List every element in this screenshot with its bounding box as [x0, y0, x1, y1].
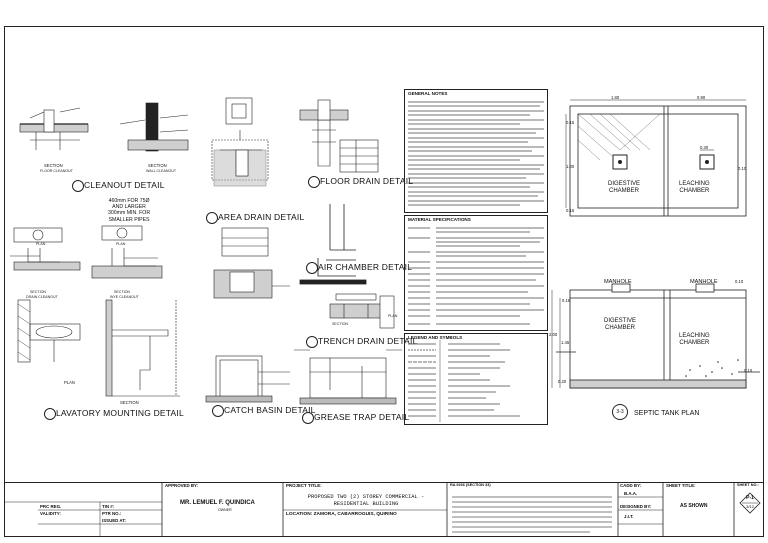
plan-label: PLAN	[388, 314, 398, 318]
section-label: SECTION	[120, 400, 139, 405]
material-specs-box: MATERIAL SPECIFICATIONS	[404, 215, 548, 331]
detail-marker-lavatory	[44, 408, 56, 420]
material-specs-title: MATERIAL SPECIFICATIONS	[408, 217, 471, 222]
wall-cleanout-label: WALL CLEANOUT	[146, 169, 177, 173]
lavatory-detail-title: LAVATORY MOUNTING DETAIL	[56, 408, 184, 418]
detail-marker-floor-drain	[308, 176, 320, 188]
plan-label: PLAN	[116, 242, 126, 246]
detail-marker-area-drain	[206, 212, 218, 224]
plan-label: PLAN	[64, 380, 75, 385]
legend-title: LEGEND AND SYMBOLS	[408, 335, 463, 340]
section-label: SECTION	[148, 163, 167, 168]
dim-label: 0.10	[735, 279, 744, 284]
ptr-label: PTR NO.:	[102, 511, 122, 516]
legend-box: LEGEND AND SYMBOLS	[404, 333, 548, 425]
septic-ref-marker: 3-3	[612, 404, 628, 420]
septic-tank-plan-title: SEPTIC TANK PLAN	[634, 410, 700, 417]
general-notes-box: GENERAL NOTES	[404, 89, 548, 213]
dim-label: 1.80	[611, 95, 620, 100]
detail-marker-trench-drain	[306, 336, 318, 348]
section-label: SECTION	[44, 163, 63, 168]
approver-name: MR. LEMUEL F. QUINDICA	[180, 500, 255, 506]
floor-cleanout-label: FLOOR CLEANOUT	[40, 169, 73, 173]
dim-label: 0.10	[744, 368, 753, 373]
detail-marker-cleanout	[72, 180, 84, 192]
manhole-label: MANHOLE	[604, 279, 632, 285]
air-chamber-detail-title: AIR CHAMBER DETAIL	[318, 262, 413, 272]
wye-cleanout-label: WYE CLEANOUT	[110, 295, 139, 299]
sheet-title-label: SHEET TITLE:	[666, 483, 696, 488]
dim-label: 0.15	[566, 208, 575, 213]
approver-role: OWNER	[218, 508, 232, 512]
section-label: SECTION	[114, 290, 130, 294]
sheet-no-label: SHEET NO.:	[737, 483, 759, 487]
manhole-label: MANHOLE	[690, 279, 718, 285]
cleanout-detail-title: CLEANOUT DETAIL	[84, 180, 165, 190]
dim-label: 0.90	[697, 95, 706, 100]
plan-label: PLAN	[36, 242, 46, 246]
tin-label: TIN #:	[102, 504, 115, 509]
detail-marker-air-chamber	[306, 262, 318, 274]
project-title: PROPOSED TWO (2) STOREY COMMERCIAL -RESI…	[307, 494, 425, 507]
validity-label: VALIDITY:	[40, 511, 61, 516]
dim-label: 0.15	[566, 120, 575, 125]
detail-marker-grease-trap	[302, 412, 314, 424]
dim-label: 1.45	[561, 340, 570, 345]
cadd-by-label: CADD BY:	[620, 483, 642, 488]
sheet-number-badge: P-1 3/12	[739, 492, 761, 514]
area-drain-detail-title: AREA DRAIN DETAIL	[218, 212, 305, 222]
floor-drain-detail-title: FLOOR DRAIN DETAIL	[320, 176, 414, 186]
detail-marker-catch-basin	[212, 405, 224, 417]
title-block	[4, 482, 764, 537]
dim-label: 0.18	[562, 298, 571, 303]
project-title-label: PROJECT TITLE:	[286, 483, 322, 488]
dim-label: 2.00	[549, 332, 558, 337]
dim-label: 1.00	[566, 164, 575, 169]
designed-by-label: DESIGNED BY:	[620, 504, 652, 509]
grease-trap-detail-title: GREASE TRAP DETAIL	[314, 412, 410, 422]
section-label: SECTION	[30, 290, 46, 294]
dim-label: 0.20	[558, 379, 567, 384]
dim-label: 0.30	[700, 145, 709, 150]
prc-label: PRC REG.	[40, 504, 62, 509]
drain-cleanout-label: DRAIN CLEANOUT	[26, 295, 58, 299]
location: LOCATION: ZAMORA, CABARROGUIS, QUIRINO	[286, 512, 397, 517]
dim-label: 0.10	[738, 166, 747, 171]
sheet-title-value: AS SHOWN	[680, 503, 708, 509]
ra-section: RA 9266 (SECTION 33)	[450, 483, 491, 487]
cadd-by-value: B.A.A.	[624, 491, 638, 496]
designed-by-value: J.I.T.	[624, 514, 634, 519]
catch-basin-detail-title: CATCH BASIN DETAIL	[224, 405, 316, 415]
general-notes-title: GENERAL NOTES	[408, 91, 448, 96]
approved-by-label: APPROVED BY:	[165, 483, 199, 488]
trench-drain-detail-title: TRENCH DRAIN DETAIL	[318, 336, 418, 346]
issued-label: ISSUED AT:	[102, 518, 126, 523]
section-label: SECTION	[332, 322, 348, 326]
